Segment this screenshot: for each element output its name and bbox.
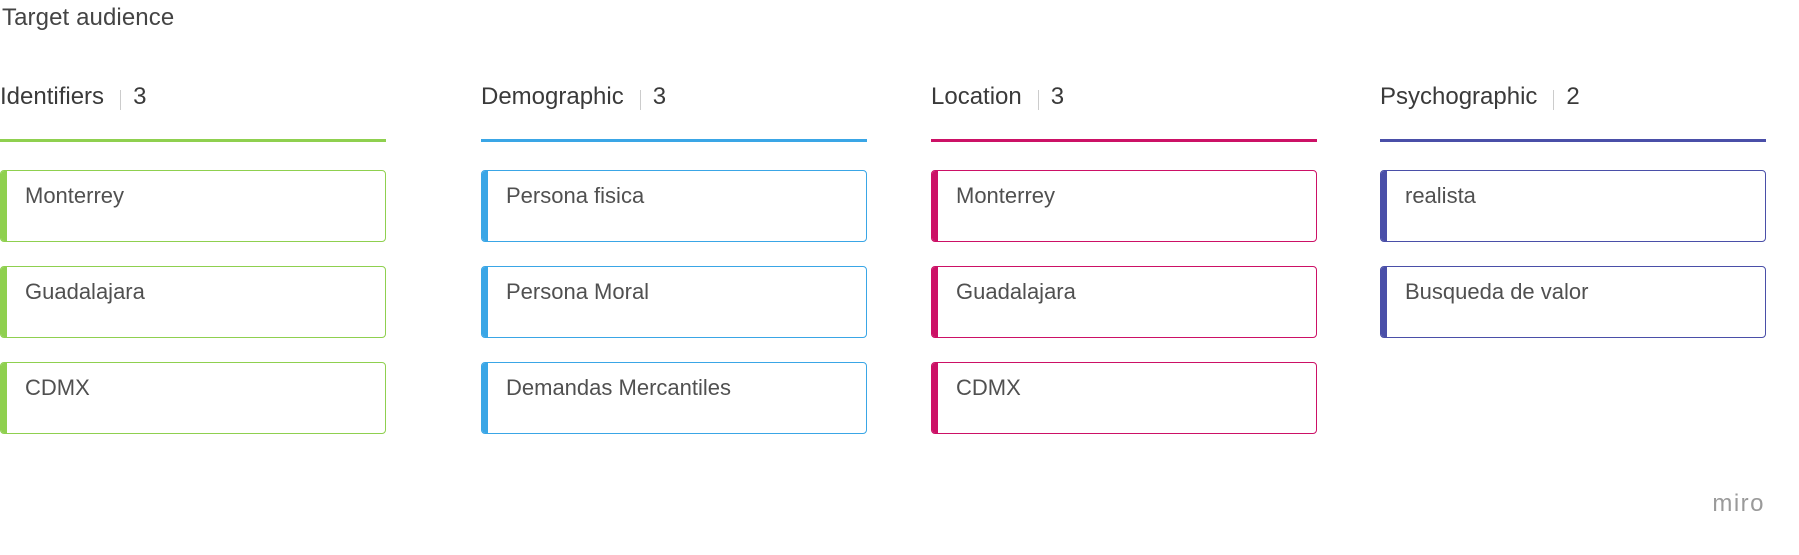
card[interactable]: CDMX bbox=[0, 362, 386, 434]
card-text: Persona Moral bbox=[506, 279, 650, 304]
column-count: 2 bbox=[1566, 83, 1580, 110]
card[interactable]: Persona Moral bbox=[481, 266, 867, 338]
card-color-stripe bbox=[482, 171, 488, 241]
column-identifiers[interactable]: Identifiers 3 Monterrey Guadalajara CDMX bbox=[0, 80, 386, 458]
column-underline bbox=[1380, 139, 1766, 142]
card[interactable]: realista bbox=[1380, 170, 1766, 242]
column-title: Identifiers bbox=[0, 83, 105, 110]
column-title: Psychographic bbox=[1380, 83, 1538, 110]
column-count: 3 bbox=[1050, 83, 1065, 110]
header-divider bbox=[639, 90, 641, 110]
column-count: 3 bbox=[652, 83, 667, 110]
card-text: Demandas Mercantiles bbox=[506, 375, 731, 400]
card[interactable]: Guadalajara bbox=[931, 266, 1317, 338]
card-text: realista bbox=[1405, 183, 1476, 208]
card[interactable]: Demandas Mercantiles bbox=[481, 362, 867, 434]
card-text: Persona fisica bbox=[506, 183, 645, 208]
card[interactable]: Monterrey bbox=[0, 170, 386, 242]
column-header[interactable]: Identifiers 3 bbox=[0, 80, 386, 142]
card-color-stripe bbox=[932, 363, 938, 433]
card-color-stripe bbox=[482, 363, 488, 433]
card-color-stripe bbox=[1, 363, 7, 433]
card-color-stripe bbox=[932, 267, 938, 337]
header-divider bbox=[1553, 90, 1555, 110]
card[interactable]: Busqueda de valor bbox=[1380, 266, 1766, 338]
card[interactable]: Guadalajara bbox=[0, 266, 386, 338]
column-demographic[interactable]: Demographic 3 Persona fisica Persona Mor… bbox=[481, 80, 867, 458]
column-underline bbox=[0, 139, 386, 142]
card[interactable]: Persona fisica bbox=[481, 170, 867, 242]
card[interactable]: Monterrey bbox=[931, 170, 1317, 242]
column-header[interactable]: Demographic 3 bbox=[481, 80, 867, 142]
column-title: Demographic bbox=[481, 83, 624, 110]
column-underline bbox=[931, 139, 1317, 142]
column-header[interactable]: Psychographic 2 bbox=[1380, 80, 1766, 142]
column-header[interactable]: Location 3 bbox=[931, 80, 1317, 142]
column-underline bbox=[481, 139, 867, 142]
card-text: Monterrey bbox=[956, 183, 1056, 208]
column-psychographic[interactable]: Psychographic 2 realista Busqueda de val… bbox=[1380, 80, 1766, 362]
card-text: CDMX bbox=[25, 375, 90, 400]
column-title: Location bbox=[931, 83, 1022, 110]
card-text: Busqueda de valor bbox=[1405, 279, 1589, 304]
card[interactable]: CDMX bbox=[931, 362, 1317, 434]
card-color-stripe bbox=[1381, 267, 1387, 337]
card-color-stripe bbox=[1, 267, 7, 337]
miro-logo: miro bbox=[1712, 490, 1765, 517]
frame-title[interactable]: Target audience bbox=[2, 4, 175, 31]
card-text: Guadalajara bbox=[25, 279, 145, 304]
card-color-stripe bbox=[482, 267, 488, 337]
card-color-stripe bbox=[1, 171, 7, 241]
header-divider bbox=[120, 90, 122, 110]
column-location[interactable]: Location 3 Monterrey Guadalajara CDMX bbox=[931, 80, 1317, 458]
card-text: CDMX bbox=[956, 375, 1021, 400]
header-divider bbox=[1037, 90, 1039, 110]
column-count: 3 bbox=[133, 83, 147, 110]
card-text: Guadalajara bbox=[956, 279, 1076, 304]
card-color-stripe bbox=[1381, 171, 1387, 241]
card-text: Monterrey bbox=[25, 183, 125, 208]
card-color-stripe bbox=[932, 171, 938, 241]
